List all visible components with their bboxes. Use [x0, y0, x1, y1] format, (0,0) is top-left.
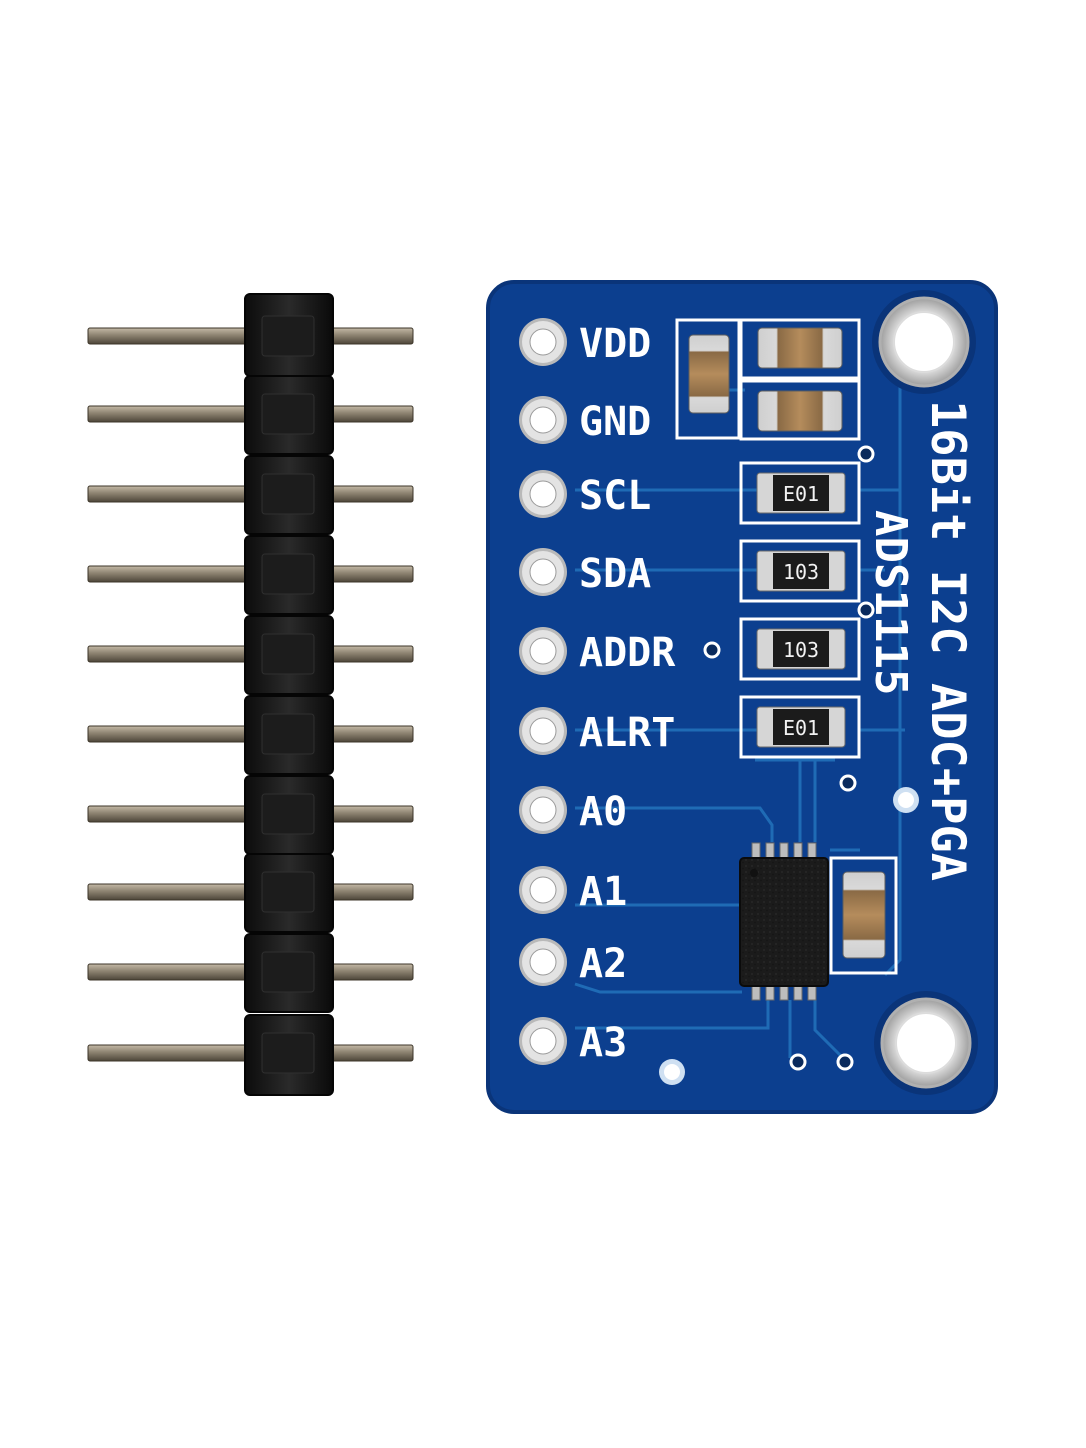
resistor-code-label: E01: [783, 482, 819, 506]
resistor-code-label: 103: [783, 638, 819, 662]
copper-traces: [574, 355, 905, 1062]
pin-label-gnd: GND: [579, 399, 651, 445]
pin-header-10-icon: [87, 293, 414, 1096]
header-pin: [87, 293, 414, 377]
smd-resistor-icon: E01: [756, 472, 846, 514]
header-pin: [87, 615, 414, 695]
pin-pad: [519, 396, 567, 444]
mounting-hole-bottom: [874, 991, 978, 1095]
header-pin: [87, 1014, 414, 1096]
pin-label-a3: A3: [579, 1020, 627, 1066]
pin-pad: [519, 548, 567, 596]
header-pin: [87, 455, 414, 535]
pin-label-addr: ADDR: [579, 630, 676, 676]
resistor-code-label: E01: [783, 716, 819, 740]
board-title-silkscreen: 16Bit I2C ADC+PGA: [920, 400, 975, 881]
pin-label-vdd: VDD: [579, 321, 651, 367]
pin-pad: [519, 1017, 567, 1065]
pin-pad: [519, 786, 567, 834]
pin-label-sda: SDA: [579, 551, 651, 597]
smd-capacitor-icon: [757, 390, 843, 432]
smd-capacitor-icon: [842, 871, 886, 959]
chip-name-silkscreen: ADS1115: [865, 510, 916, 695]
fiducials: [659, 787, 919, 1085]
silkscreen-outlines: [675, 318, 898, 975]
pin-pad: [519, 866, 567, 914]
pin-pads: [519, 318, 567, 1065]
pcb-edge: [486, 280, 998, 1114]
pin-pad: [519, 707, 567, 755]
header-pin: [87, 375, 414, 455]
pin-pad: [519, 938, 567, 986]
pin-label-scl: SCL: [579, 473, 651, 519]
resistor-code-label: 103: [783, 560, 819, 584]
pin-pad: [519, 627, 567, 675]
header-pin: [87, 933, 414, 1013]
header-pin: [87, 853, 414, 933]
mounting-hole-top: [872, 290, 976, 394]
header-pin: [87, 535, 414, 615]
smd-resistor-icon: E01: [756, 706, 846, 748]
pin-label-a1: A1: [579, 869, 627, 915]
msop-10-chip-icon: [739, 842, 829, 1001]
smd-capacitor-icon: [688, 334, 730, 414]
vias: [703, 445, 875, 1071]
pin-label-a2: A2: [579, 941, 627, 987]
smd-resistor-icon: 103: [756, 550, 846, 592]
smd-resistor-icon: 103: [756, 628, 846, 670]
pin-pad: [519, 318, 567, 366]
pin-pad: [519, 470, 567, 518]
pin-label-alrt: ALRT: [579, 710, 675, 756]
header-pin: [87, 775, 414, 855]
smd-capacitor-icon: [757, 327, 843, 369]
header-pin: [87, 695, 414, 775]
pin-label-a0: A0: [579, 789, 627, 835]
